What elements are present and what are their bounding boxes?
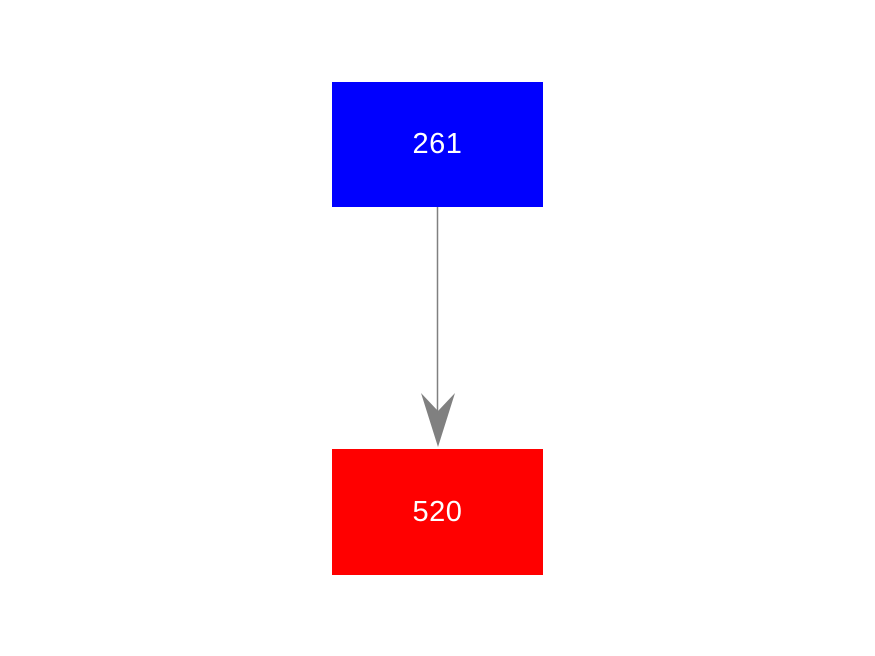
diagram-node-top: 261 (332, 82, 543, 207)
diagram-node-bottom: 520 (332, 449, 543, 575)
arrowhead-down-icon (421, 393, 455, 447)
node-label: 261 (412, 128, 463, 160)
node-label: 520 (412, 495, 463, 528)
